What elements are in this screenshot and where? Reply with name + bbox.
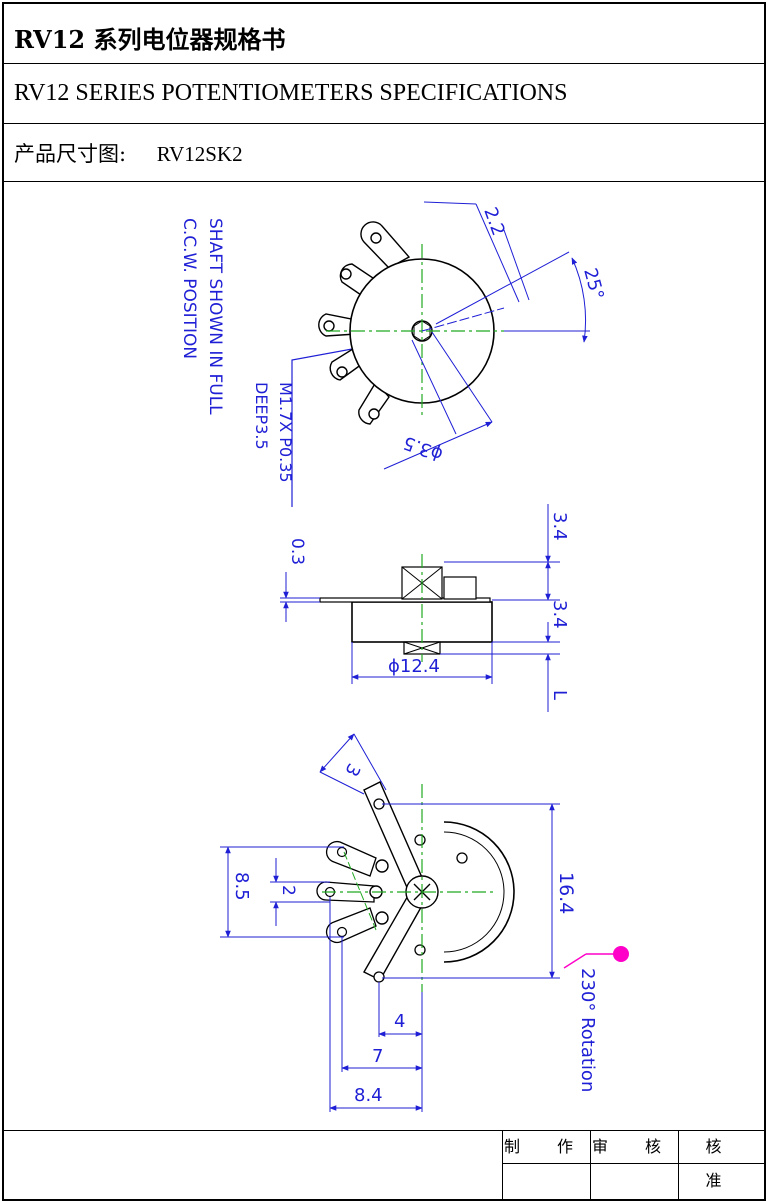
title-chinese: RV12 系列电位器规格书 [4,4,764,64]
dim-span-b: 2 [278,885,298,896]
dim-height: 16.4 [555,872,577,914]
dim-x3: 8.4 [354,1085,383,1106]
model-number: RV12SK2 [156,142,243,166]
reviewed-by-header: 审 核 [590,1130,678,1164]
dim-x2: 7 [372,1046,383,1067]
dim-shaft-dia: ϕ3.5 [400,431,445,465]
dim-width: 2.2 [479,205,509,239]
rotation-label: 230° Rotation [577,968,598,1092]
dim-body-dia: ϕ12.4 [388,656,440,677]
dim-plate: 0.3 [287,538,307,565]
note-line1: SHAFT SHOWN IN FULL [205,218,225,415]
dim-lug-width: 3 [340,760,364,780]
rotation-pointer [613,946,629,962]
technical-drawing: SHAFT SHOWN IN FULL C.C.W. POSITION M1.7… [4,182,764,1131]
dim-mid: 3.4 [549,600,570,629]
thread-line1: M1.7X P0.35 [276,382,295,483]
reviewed-by-signature [590,1164,678,1199]
approved-by-signature [678,1164,764,1199]
thread-line2: DEEP3.5 [252,382,271,450]
bottom-view: 3 8.5 2 16.4 [220,733,629,1112]
approved-by-header: 核 准 [678,1130,764,1190]
title-english: RV12 SERIES POTENTIOMETERS SPECIFICATION… [4,64,764,124]
side-view: 3.4 3.4 L 0.3 ϕ12.4 [280,504,570,712]
top-view: SHAFT SHOWN IN FULL C.C.W. POSITION M1.7… [179,201,608,507]
dim-span-a: 8.5 [231,872,252,901]
shaft-position-note: SHAFT SHOWN IN FULL C.C.W. POSITION [179,218,225,415]
made-by-signature [502,1164,590,1199]
dim-top: 3.4 [549,512,570,541]
made-by-header: 制 作 [502,1130,590,1164]
thread-note: M1.7X P0.35 DEEP3.5 [252,382,295,483]
dim-length: L [549,690,570,700]
note-line2: C.C.W. POSITION [179,218,199,359]
dimension-drawing-label: 产品尺寸图: RV12SK2 [4,124,764,182]
dim-x1: 4 [394,1011,405,1032]
approval-block: 制 作 审 核 核 准 [4,1130,764,1199]
dims-label: 产品尺寸图: [14,142,127,166]
